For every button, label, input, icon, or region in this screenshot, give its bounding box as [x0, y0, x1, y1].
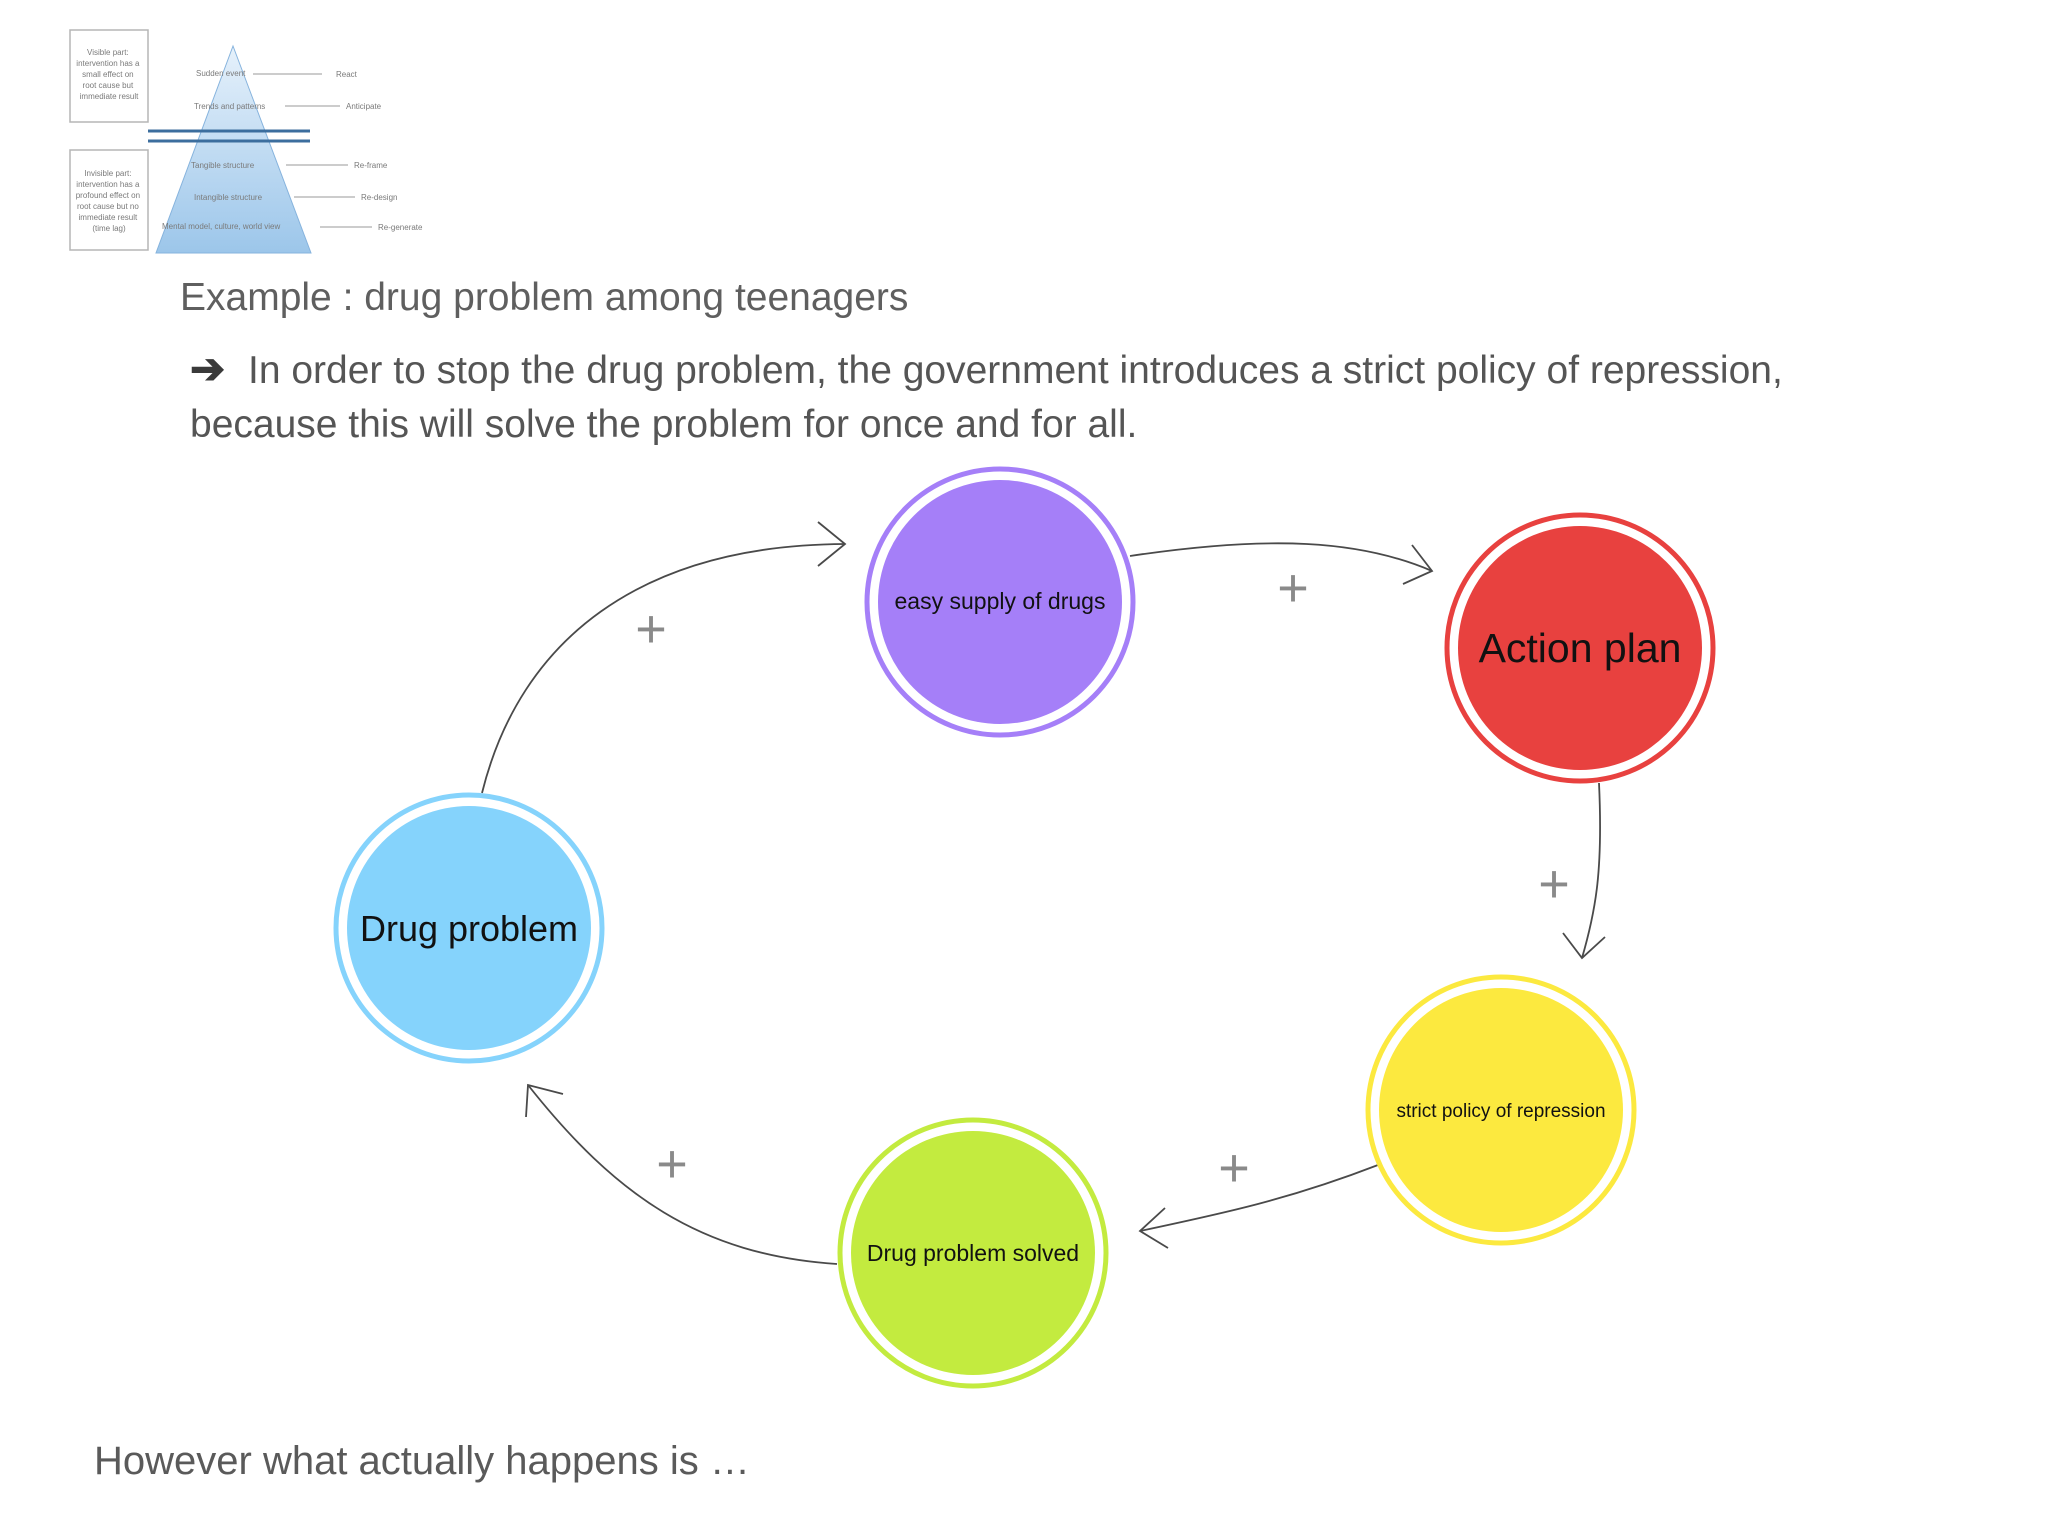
level-sudden-event: Sudden event: [196, 69, 246, 78]
link-action-to-policy: [1581, 782, 1601, 959]
node-fill: [347, 806, 591, 1050]
invisible-part-box: [69, 149, 149, 251]
visible-part-box: [69, 29, 149, 123]
sign-action-policy: +: [1538, 854, 1570, 914]
link-solved-to-problem: [527, 1084, 838, 1265]
arrowhead-solved-icon: [1138, 1207, 1169, 1249]
link-supply-to-action: [1129, 542, 1433, 572]
response-redesign: Re-design: [361, 193, 397, 202]
statement-line-1: In order to stop the drug problem, the g…: [248, 349, 1783, 392]
causal-links: [481, 521, 1606, 1265]
node-label: strict policy of repression: [1396, 1101, 1605, 1122]
node-fill: [878, 480, 1122, 724]
arrowhead-policy-icon: [1562, 932, 1606, 960]
response-arrows: [253, 73, 372, 228]
arrowhead-problem-icon: [525, 1083, 564, 1118]
node-fill: [1379, 988, 1623, 1232]
response-regenerate: Re-generate: [378, 223, 423, 232]
node-strict-policy-of-repression: strict policy of repression: [1365, 974, 1637, 1246]
node-fill: [1458, 526, 1702, 770]
level-tangible-structure: Tangible structure: [191, 161, 255, 170]
node-easy-supply-of-drugs: easy supply of drugs: [864, 466, 1136, 738]
iceberg-thumbnail: Visible part: intervention has a small e…: [69, 29, 423, 254]
node-label: easy supply of drugs: [895, 588, 1106, 614]
sign-solved-problem: +: [656, 1134, 688, 1194]
arrowhead-supply-icon: [817, 521, 847, 567]
level-intangible-structure: Intangible structure: [194, 193, 263, 202]
link-policy-to-solved: [1139, 1164, 1379, 1232]
statement-line-2: because this will solve the problem for …: [190, 403, 1137, 446]
arrow-bullet-icon: ➔: [190, 345, 225, 392]
node-label: Action plan: [1479, 625, 1682, 671]
node-fill: [851, 1131, 1095, 1375]
sign-policy-solved: +: [1218, 1138, 1250, 1198]
node-drug-problem: Drug problem: [333, 792, 605, 1064]
sign-problem-supply: +: [635, 599, 667, 659]
visible-part-text: Visible part: intervention has a small e…: [76, 48, 141, 101]
footer-text: However what actually happens is …: [94, 1439, 750, 1483]
node-drug-problem-solved: Drug problem solved: [837, 1117, 1109, 1389]
response-reframe: Re-frame: [354, 161, 388, 170]
response-react: React: [336, 70, 358, 79]
iceberg-pyramid: [155, 44, 312, 254]
level-trends-patterns: Trends and patterns: [194, 102, 265, 111]
node-label: Drug problem: [360, 908, 578, 949]
link-problem-to-supply: [481, 543, 846, 794]
node-action-plan: Action plan: [1444, 512, 1716, 784]
sign-supply-action: +: [1277, 558, 1309, 618]
arrowhead-action-icon: [1402, 544, 1434, 585]
example-heading: Example : drug problem among teenagers: [180, 276, 908, 319]
level-mental-model: Mental model, culture, world view: [162, 222, 280, 231]
invisible-part-text: Invisible part: intervention has a profo…: [76, 169, 143, 233]
response-anticipate: Anticipate: [346, 102, 382, 111]
node-label: Drug problem solved: [867, 1240, 1079, 1266]
